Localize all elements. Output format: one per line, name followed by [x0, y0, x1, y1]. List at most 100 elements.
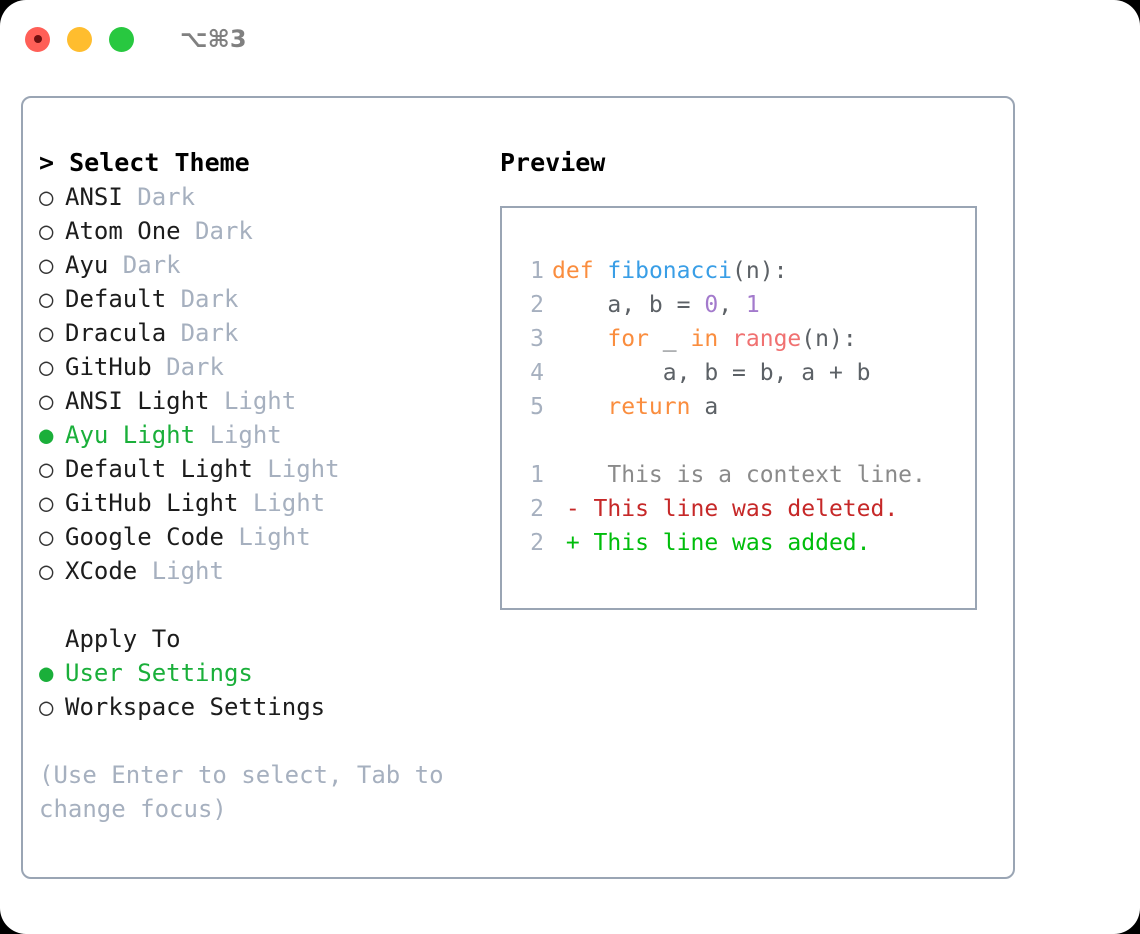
main-panel: > Select Theme ○ANSI Dark○Atom One Dark○… [21, 96, 1015, 879]
diff-text: + This line was added. [552, 530, 871, 556]
diff-line: 2 - This line was deleted. [516, 492, 975, 526]
theme-option-kind: Dark [180, 217, 253, 245]
apply-to-header: Apply To [65, 625, 181, 653]
radio-selected-icon: ● [39, 421, 54, 449]
theme-option-xcode[interactable]: ○ XCode Light [39, 554, 488, 588]
code-token: (n): [732, 258, 788, 284]
radio-unselected-icon: ○ [39, 285, 54, 313]
select-theme-header: > Select Theme [39, 148, 250, 177]
theme-option-kind: Dark [151, 353, 224, 381]
diff-line: 1 This is a context line. [516, 458, 975, 492]
diff-line: 2 + This line was added. [516, 526, 975, 560]
theme-option-default-light[interactable]: ○Default Light Light [39, 452, 488, 486]
keyboard-hint-text: (Use Enter to select, Tab to change focu… [39, 761, 444, 823]
theme-option-label: GitHub [65, 353, 152, 381]
line-number: 2 [530, 496, 544, 522]
code-token [552, 394, 607, 420]
code-token: 1 [745, 292, 760, 318]
radio-unselected-icon: ○ [39, 489, 54, 517]
diff-sample: 1 This is a context line.2 - This line w… [516, 458, 975, 560]
code-token: a, b = b, a + b [552, 360, 871, 386]
code-token: _ [648, 326, 691, 352]
line-number: 1 [530, 258, 544, 284]
theme-option-dracula[interactable]: ○Dracula Dark [39, 316, 488, 350]
line-number: 5 [530, 394, 544, 420]
code-token: a [690, 394, 719, 420]
theme-option-kind: Dark [108, 251, 181, 279]
theme-option-atom-one[interactable]: ○Atom One Dark [39, 214, 488, 248]
theme-option-label: Google Code [65, 523, 224, 551]
radio-unselected-icon: ○ [39, 523, 54, 551]
theme-option-kind: Light [195, 421, 282, 449]
theme-option-kind: Dark [166, 285, 239, 313]
theme-option-github-light[interactable]: ○ GitHub Light Light [39, 486, 488, 520]
code-token: range [732, 326, 802, 352]
theme-option-kind: Light [137, 557, 224, 585]
code-token: for [607, 326, 649, 352]
line-number: 2 [530, 292, 544, 318]
theme-option-label: ANSI [65, 183, 123, 211]
theme-option-kind: Light [223, 523, 311, 551]
window-controls [25, 26, 134, 52]
radio-unselected-icon: ○ [39, 693, 54, 721]
apply-to-list: ● User Settings ○ Workspace Settings [39, 656, 488, 724]
theme-option-label: Ayu Light [65, 421, 196, 449]
apply-to-option-user-settings[interactable]: ● User Settings [39, 656, 488, 690]
theme-option-label: XCode [65, 557, 138, 585]
code-token: 0 [704, 292, 719, 318]
theme-option-label: ANSI Light [65, 387, 210, 415]
radio-selected-icon: ● [39, 659, 54, 687]
theme-option-google-code[interactable]: ○ Google Code Light [39, 520, 488, 554]
code-token [718, 326, 732, 352]
code-token: a, b = [552, 292, 705, 318]
radio-unselected-icon: ○ [39, 183, 54, 211]
code-token [594, 258, 608, 284]
line-number: 2 [530, 530, 544, 556]
radio-unselected-icon: ○ [39, 455, 54, 483]
line-number: 3 [530, 326, 544, 352]
close-button[interactable] [25, 26, 50, 52]
theme-option-ansi-light[interactable]: ○ ANSI Light Light [39, 384, 488, 418]
apply-to-option-workspace-settings[interactable]: ○ Workspace Settings [39, 690, 488, 724]
code-line: 3 for _ in range(n): [516, 322, 975, 356]
theme-option-kind: Light [238, 489, 326, 517]
diff-text: - This line was deleted. [552, 496, 899, 522]
code-line: 4 a, b = b, a + b [516, 356, 975, 390]
theme-option-label: Default [65, 285, 167, 313]
theme-option-label: GitHub Light [65, 489, 239, 517]
apply-to-option-label: Workspace Settings [65, 693, 326, 721]
theme-picker-column: > Select Theme ○ANSI Dark○Atom One Dark○… [23, 98, 488, 877]
radio-unselected-icon: ○ [39, 217, 54, 245]
theme-option-ayu-light[interactable]: ● Ayu Light Light [39, 418, 488, 452]
radio-unselected-icon: ○ [39, 557, 54, 585]
keyboard-shortcut-label: ⌥⌘3 [180, 25, 247, 53]
code-token: in [690, 326, 719, 352]
theme-option-default[interactable]: ○ Default Dark [39, 282, 488, 316]
theme-option-kind: Dark [122, 183, 196, 211]
theme-option-github[interactable]: ○ GitHub Dark [39, 350, 488, 384]
theme-option-kind: Light [209, 387, 297, 415]
theme-option-label: Default Light [65, 455, 253, 483]
code-token [552, 326, 607, 352]
radio-unselected-icon: ○ [39, 387, 54, 415]
radio-unselected-icon: ○ [39, 353, 54, 381]
line-number: 1 [530, 462, 544, 488]
code-token: (n): [801, 326, 857, 352]
apply-to-option-label: User Settings [65, 659, 253, 687]
minimize-button[interactable] [67, 26, 92, 52]
code-line: 1 def fibonacci(n): [516, 254, 975, 288]
diff-text: This is a context line. [552, 462, 926, 488]
code-line: 2 a, b = 0, 1 [516, 288, 975, 322]
theme-option-ayu[interactable]: ○Ayu Dark [39, 248, 488, 282]
title-bar: ⌥⌘3 [0, 0, 1140, 78]
code-token: fibonacci [607, 258, 733, 284]
maximize-button[interactable] [109, 26, 134, 52]
code-token: def [552, 258, 594, 284]
theme-option-label: Ayu [65, 251, 109, 279]
theme-option-ansi[interactable]: ○ ANSI Dark [39, 180, 488, 214]
theme-list: ○ANSI Dark○Atom One Dark○Ayu Dark○Defaul… [39, 180, 488, 588]
preview-header: Preview [500, 148, 606, 177]
